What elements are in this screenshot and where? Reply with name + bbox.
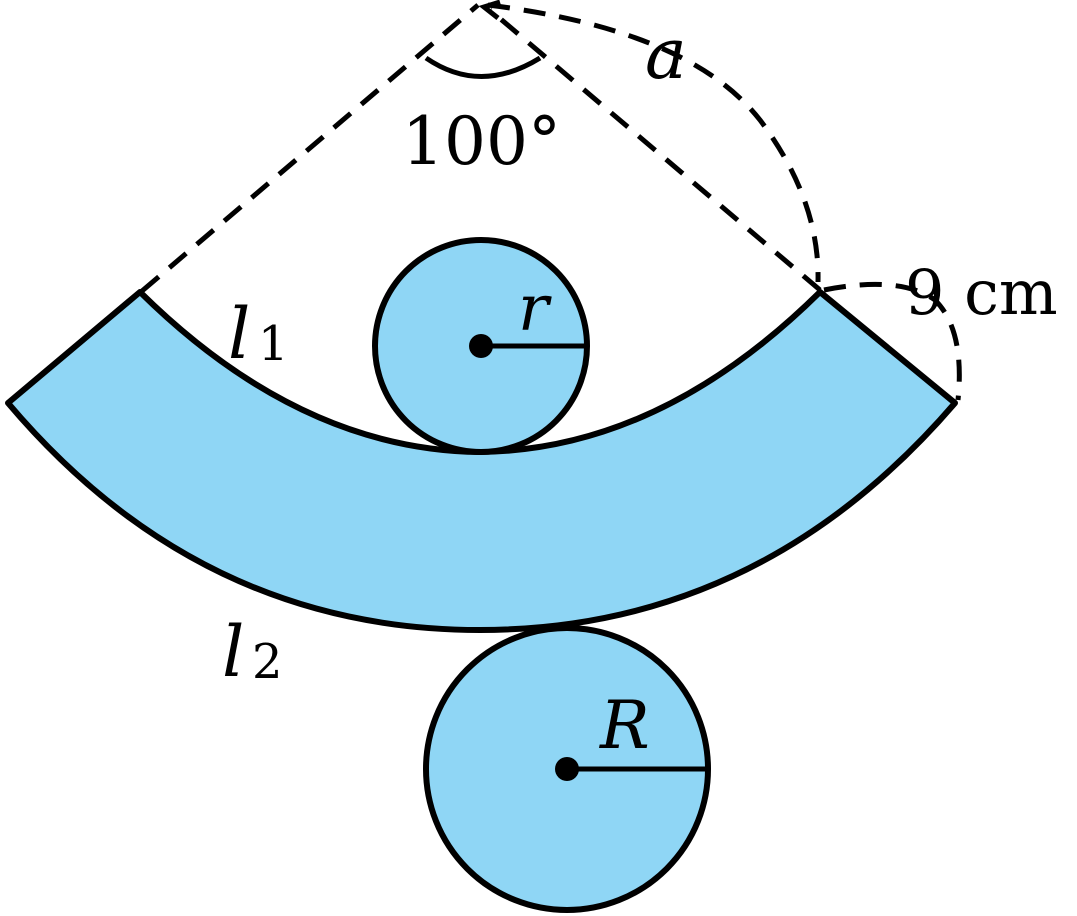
right-dashed-radius: [488, 8, 822, 292]
arc-a-dashed: [487, 2, 821, 283]
large-circle-center: [555, 757, 579, 781]
outer-arc-subscript: 2: [252, 634, 283, 690]
arc-a-arrowhead: [478, 0, 501, 20]
width-dashed-arc: [823, 281, 962, 401]
small-radius-label: r: [518, 272, 552, 346]
outer-arc-letter: l: [222, 611, 244, 693]
angle-label: 100°: [402, 103, 561, 180]
apex-angle-arc: [424, 55, 542, 79]
large-radius-label: R: [599, 687, 650, 764]
outer-arc-label: l 2: [222, 611, 283, 693]
left-dashed-radius: [140, 3, 480, 293]
inner-arc-letter: l: [228, 293, 250, 375]
inner-arc-subscript: 1: [258, 316, 289, 372]
inner-arc-label: l 1: [228, 293, 289, 375]
small-circle-center: [469, 334, 493, 358]
annular-sector: [5, 289, 958, 633]
width-label: 9 cm: [905, 256, 1058, 329]
arc-a-label: a: [645, 13, 687, 95]
